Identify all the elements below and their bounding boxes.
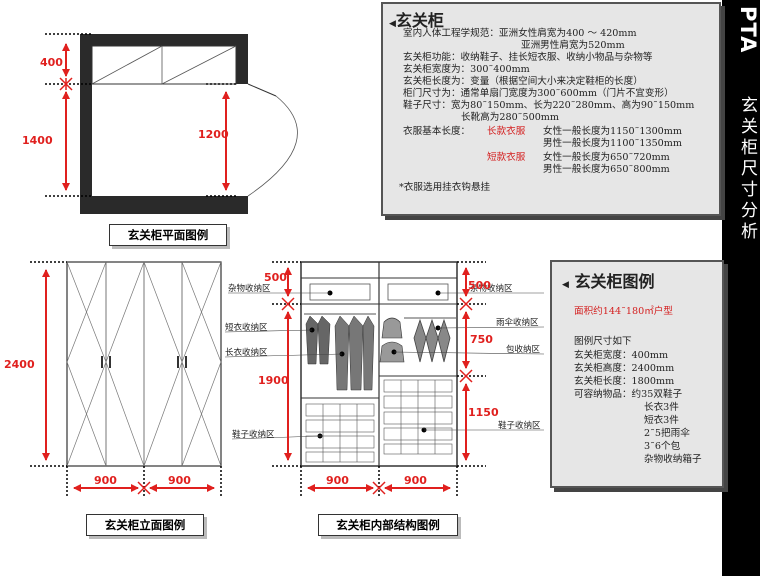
plan-wall-bottom: [80, 196, 248, 214]
sidebar-code: PTA: [736, 6, 760, 54]
triangle-icon: ◀: [389, 19, 396, 29]
legend-item-3: 3˜6个包: [644, 441, 681, 452]
legend-area: 面积约144˜180㎡户型: [574, 306, 673, 317]
interior-dim-right: 900: [404, 474, 427, 487]
label-misc-left: 杂物收纳区: [228, 283, 271, 294]
interior-view: 杂物收纳区 短衣收纳区 长衣收纳区 鞋子收纳区 杂物收纳区 雨伞收纳区 包收纳区…: [224, 261, 545, 498]
plan-wall-top: [80, 34, 248, 46]
legend-item-1: 短衣3件: [644, 415, 679, 426]
info-box-legend-title: ◀ 玄关柜图例: [562, 272, 655, 291]
label-long-coat: 长衣收纳区: [225, 347, 268, 358]
elevation-caption: 玄关柜立面图例: [86, 514, 204, 536]
interior-dim-right-low: 1150: [468, 406, 499, 419]
umbrellas: [413, 318, 451, 363]
legend-line-1: 玄关柜宽度：400mm: [574, 350, 669, 361]
triangle-icon: ◀: [562, 280, 569, 290]
long-male: 男性一般长度为1100˜1350mm: [543, 138, 682, 149]
legend-line-3: 玄关柜长度：1800mm: [574, 376, 675, 387]
plan-door-swing: [247, 95, 298, 197]
short-female: 女性一般长度为650˜720mm: [543, 152, 670, 163]
storage-box-left: [309, 283, 371, 301]
elevation-dim-right: 900: [168, 474, 191, 487]
spec-line-1: 亚洲男性肩宽为520mm: [521, 40, 625, 51]
legend-item-2: 2˜5把雨伞: [644, 428, 690, 439]
plan-wall-left: [80, 34, 92, 214]
spec-line-6: 鞋子尺寸：宽为80˜150mm、长为220˜280mm、高为90˜150mm: [403, 100, 695, 111]
plan-dim-main: 1400: [22, 134, 53, 147]
interior-dim-right-top: 500: [468, 279, 491, 292]
interior-caption: 玄关柜内部结构图例: [318, 514, 458, 536]
plan-cabinet: [91, 45, 237, 85]
legend-item-0: 长衣3件: [644, 402, 679, 413]
interior-dim-main: 1900: [258, 374, 289, 387]
elevation-dim-height: 2400: [4, 358, 35, 371]
shoe-dividers: [322, 380, 436, 462]
info-box-legend: ◀ 玄关柜图例 面积约144˜180㎡户型 图例尺寸如下 玄关柜宽度：400mm…: [550, 260, 724, 488]
long-female: 女性一般长度为1150˜1300mm: [543, 126, 682, 137]
label-short-coat: 短衣收纳区: [225, 322, 268, 333]
elevation-door-swings: [66, 261, 222, 467]
plan-dim-top: 400: [40, 56, 63, 69]
elevation-handle: [101, 356, 103, 368]
clothes-label: 衣服基本长度：: [403, 126, 471, 137]
sidebar-title: 玄关柜尺寸分析: [737, 96, 757, 243]
info-box-spec: ◀玄关柜 室内人体工程学规范：亚洲女性肩宽为400 ～ 420mm 亚洲男性肩宽…: [381, 2, 721, 216]
spec-line-3: 玄关柜宽度为：300˜400mm: [403, 64, 530, 75]
long-clothes-label: 长款衣服: [487, 126, 526, 137]
plan-door: [247, 83, 277, 97]
spec-line-2: 玄关柜功能：收纳鞋子、挂长短衣服、收纳小物品与杂物等: [403, 52, 653, 63]
label-misc-right: 杂物收纳区: [470, 283, 513, 294]
legend-line-2: 玄关柜高度：2400mm: [574, 363, 675, 374]
interior-dim-left: 900: [326, 474, 349, 487]
storage-box-right: [387, 283, 449, 301]
sidebar: PTA 玄关柜尺寸分析: [722, 0, 760, 576]
spec-note: *衣服选用挂衣钩悬挂: [399, 182, 491, 193]
drawings-canvas: 400 1400 1200: [4, 33, 545, 498]
elevation-view: 2400 900 900: [4, 261, 222, 498]
short-clothes-label: 短款衣服: [487, 152, 526, 163]
plan-wall-top-right: [236, 34, 248, 84]
interior-dim-right-mid: 750: [470, 333, 493, 346]
label-shoes-right: 鞋子收纳区: [498, 420, 541, 431]
legend-item-4: 杂物收纳箱子: [644, 454, 702, 465]
spec-line-4: 玄关柜长度为：变量（根据空间大小来决定鞋柜的长度）: [403, 76, 643, 87]
spec-line-5: 柜门尺寸为：通常单扇门宽度为300˜600mm（门片不宜变形）: [403, 88, 674, 99]
legend-line-4: 可容纳物品：约35双鞋子: [574, 389, 683, 400]
spec-line-7: 长靴高为280˜500mm: [461, 112, 559, 123]
short-coats: [305, 315, 331, 365]
plan-view: 400 1400 1200: [22, 33, 298, 214]
plan-dim-door: 1200: [198, 128, 229, 141]
spec-line-0: 室内人体工程学规范：亚洲女性肩宽为400 ～ 420mm: [403, 28, 637, 39]
short-male: 男性一般长度为650˜800mm: [543, 164, 670, 175]
legend-line-0: 图例尺寸如下: [574, 336, 632, 347]
plan-caption: 玄关柜平面图例: [109, 224, 227, 246]
interior-dim-top: 500: [264, 271, 287, 284]
label-shoes-left: 鞋子收纳区: [232, 429, 275, 440]
label-umbrella: 雨伞收纳区: [496, 317, 539, 328]
info-box-spec-title: ◀玄关柜: [389, 11, 444, 30]
label-bag: 包收纳区: [506, 344, 541, 355]
elevation-dim-left: 900: [94, 474, 117, 487]
